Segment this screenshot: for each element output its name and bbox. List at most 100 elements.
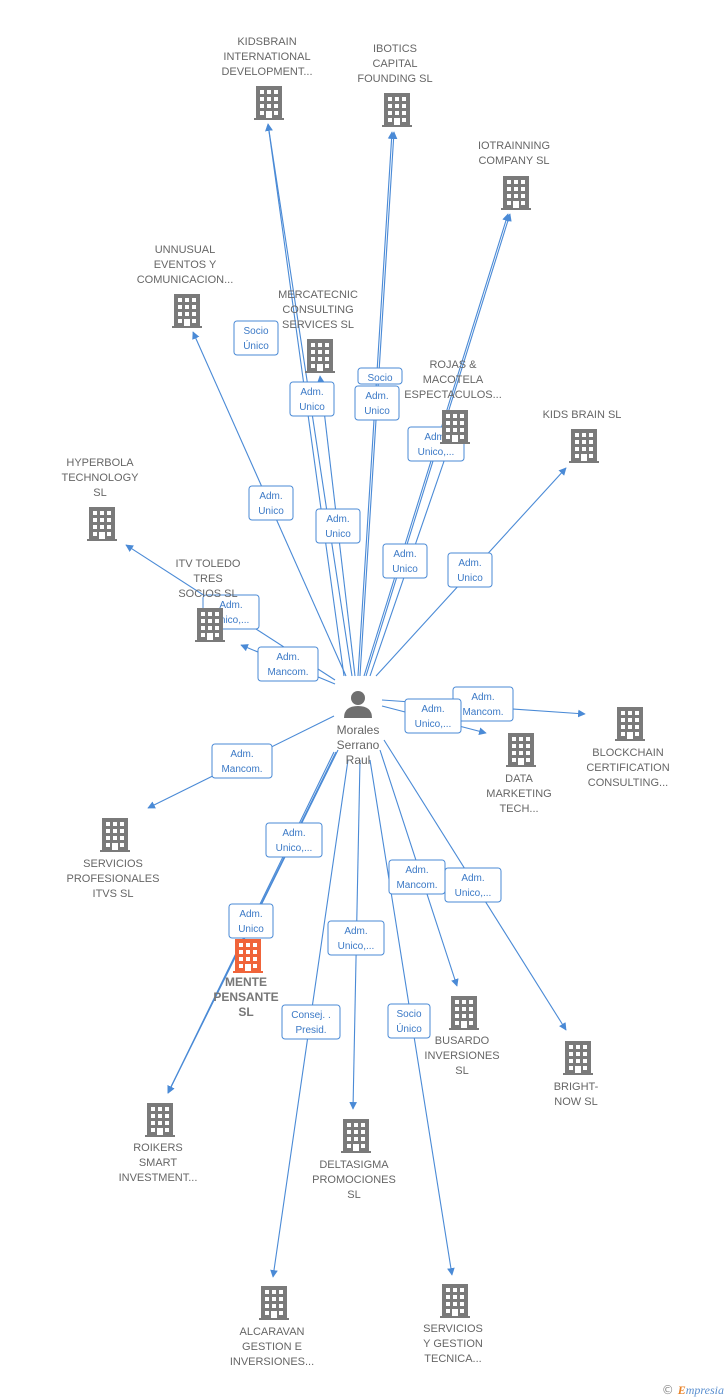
edge-label-text: Unico,... (338, 941, 375, 952)
company-name-line: MENTE (225, 975, 267, 989)
edge-label-kids-brain[interactable]: Adm. Unico (447, 552, 493, 588)
company-name-line: Y GESTION (423, 1338, 483, 1350)
person-icon (344, 691, 372, 718)
edge-label-mente-pensante[interactable]: Adm. Unico (228, 903, 274, 939)
company-name-line: INTERNATIONAL (223, 51, 310, 63)
company-name-line: ITVS SL (93, 888, 134, 900)
company-name-line: KIDS BRAIN SL (543, 409, 622, 421)
company-node-kidsbrain-intl[interactable]: KIDSBRAININTERNATIONALDEVELOPMENT... (221, 36, 313, 120)
edge-label-text: Unico (299, 402, 325, 413)
company-name-line: SL (93, 487, 106, 499)
company-name-line: TECHNOLOGY (61, 472, 139, 484)
edge-label-text: Adm. (471, 692, 494, 703)
edge-label-text: Unico,... (415, 719, 452, 730)
edge-label-servicios-prof[interactable]: Adm.Mancom. (211, 743, 273, 779)
company-name-line: CAPITAL (372, 58, 417, 70)
edge-label-text: Único (243, 339, 269, 352)
company-name-line: SL (455, 1065, 468, 1077)
company-name-line: CERTIFICATION (586, 762, 669, 774)
company-name-line: CONSULTING... (588, 777, 668, 789)
company-name-line: EVENTOS Y (154, 259, 217, 271)
edge-label-busardo[interactable]: Adm.Mancom. (388, 859, 446, 895)
edge-label-mercatecnic[interactable]: Adm.Unico (315, 508, 361, 544)
company-node-unnusual[interactable]: UNNUSUAL EVENTOS Y COMUNICACION... (137, 244, 234, 328)
building-icon (87, 507, 117, 541)
company-node-kids-brain[interactable]: KIDS BRAIN SL (543, 409, 622, 463)
edge-label-text: Adm. (461, 873, 484, 884)
company-name-line: NOW SL (554, 1096, 597, 1108)
edge-label-bright-now[interactable]: Adm.Unico,... (444, 867, 502, 903)
edge-label-text: Adm. (326, 514, 349, 525)
edge-label-text: Unico (457, 573, 483, 584)
building-icon (569, 429, 599, 463)
edge-label-text: Unico (238, 924, 264, 935)
building-icon (233, 939, 263, 973)
edge-label-text: Adm. (421, 704, 444, 715)
edge-label-itv-toledo[interactable]: Adm.Mancom. (257, 646, 319, 682)
company-name-line: DELTASIGMA (319, 1159, 389, 1171)
company-name-line: BLOCKCHAIN (592, 747, 664, 759)
edge-label-rojas[interactable]: Adm. Unico (382, 543, 428, 579)
edge-label-roikers[interactable]: Adm.Unico,... (265, 822, 323, 858)
building-icon (341, 1119, 371, 1153)
company-name-line: UNNUSUAL (155, 244, 216, 256)
edge-label-text: Unico,... (418, 447, 455, 458)
company-name-line: INVERSIONES (424, 1050, 499, 1062)
edge-label-text: Adm. (424, 432, 447, 443)
edge-label-deltasigma[interactable]: Adm. Unico,... (327, 920, 385, 956)
edge-label-alcaravan[interactable]: Consej. .Presid. (281, 1004, 341, 1040)
edge-label-text: Adm. (458, 558, 481, 569)
edge-label-text: Socio (396, 1009, 421, 1020)
company-node-roikers[interactable]: ROIKERSSMARTINVESTMENT... (119, 1103, 198, 1184)
edge-label-blockchain[interactable]: Adm.Mancom. (452, 686, 514, 722)
edge-label-kidsbrain-intl[interactable]: Adm.Unico (289, 381, 335, 417)
company-node-blockchain[interactable]: BLOCKCHAIN CERTIFICATION CONSULTING... (586, 707, 670, 789)
edge-label-text: Adm. (239, 909, 262, 920)
person-name-line: Raul (346, 753, 371, 767)
building-icon (145, 1103, 175, 1137)
brand-name: mpresia (685, 1383, 724, 1397)
edge-label-text: Adm. (259, 491, 282, 502)
company-node-bright-now[interactable]: BRIGHT-NOW SL (554, 1041, 599, 1108)
edge-label-text: Único (396, 1022, 422, 1035)
building-icon (440, 410, 470, 444)
company-name-line: COMUNICACION... (137, 274, 234, 286)
company-name-line: ROJAS & (429, 359, 477, 371)
brand-footer: ©Empresia (662, 1383, 724, 1398)
edge-label-ibotics[interactable]: Socio (357, 367, 403, 385)
company-name-line: IBOTICS (373, 43, 417, 55)
company-name-line: GESTION E (242, 1341, 302, 1353)
company-name-line: DEVELOPMENT... (221, 66, 312, 78)
edge-label-text: Adm. (393, 549, 416, 560)
edge-label-unnusual[interactable]: Adm.Unico (248, 485, 294, 521)
building-icon (449, 996, 479, 1030)
edge-label-data-marketing[interactable]: Adm. Unico,... (404, 698, 462, 734)
company-name-line: SERVICES SL (282, 319, 354, 331)
edge-label-ibotics[interactable]: Adm.Unico (354, 385, 400, 421)
building-icon (382, 93, 412, 127)
company-name-line: COMPANY SL (478, 155, 549, 167)
edge-label-text: Unico (392, 564, 418, 575)
edge-label-text: Socio (243, 326, 268, 337)
building-icon (440, 1284, 470, 1318)
edge-label-text: Adm. (344, 926, 367, 937)
company-node-rojas[interactable]: ROJAS &MACOTELAESPECTACULOS... (404, 359, 502, 444)
building-icon (172, 294, 202, 328)
company-name-line: ITV TOLEDO (175, 558, 240, 570)
company-node-data-marketing[interactable]: DATAMARKETINGTECH... (486, 733, 552, 815)
